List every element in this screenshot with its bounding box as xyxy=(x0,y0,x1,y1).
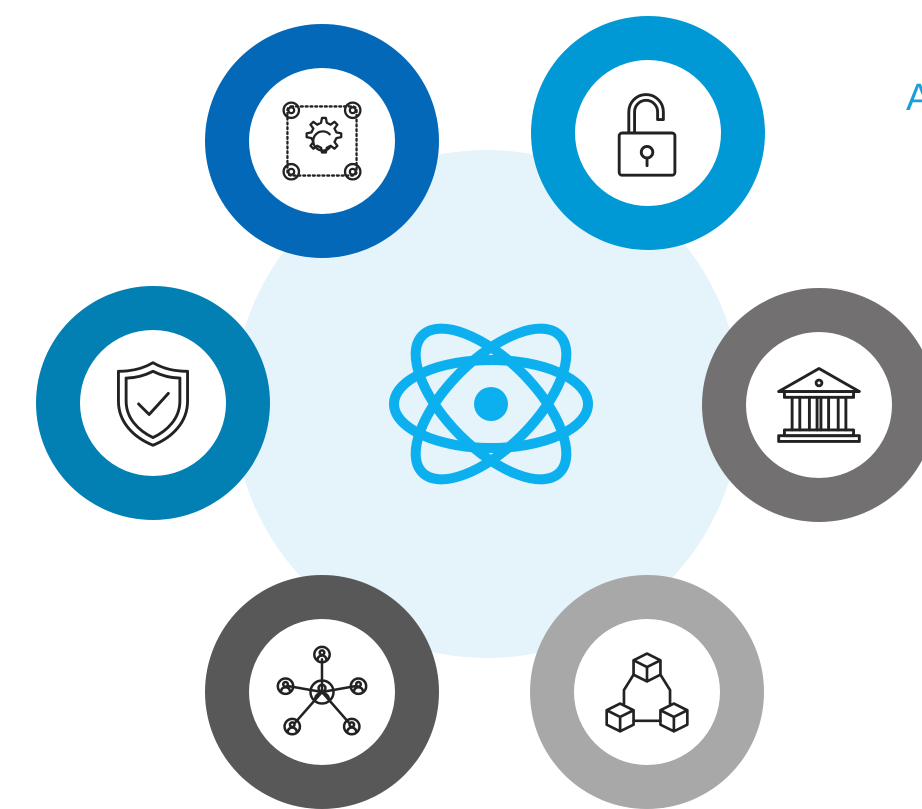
node-inner xyxy=(80,330,226,476)
node-unlocked-padlock xyxy=(531,16,765,250)
people-network-icon xyxy=(276,645,368,736)
node-shield-check xyxy=(36,286,270,520)
node-people-network xyxy=(205,575,439,809)
unlocked-padlock-icon xyxy=(617,93,677,177)
node-bank-building xyxy=(702,288,922,522)
node-gear-network xyxy=(205,24,439,258)
bank-building-icon xyxy=(777,367,861,443)
connected-blocks-icon xyxy=(605,652,689,733)
node-inner xyxy=(575,60,721,206)
node-inner xyxy=(746,332,892,478)
atom-icon xyxy=(389,323,593,485)
edge-heading-text: A xyxy=(906,77,922,119)
node-connected-blocks xyxy=(530,575,764,809)
node-inner xyxy=(574,619,720,765)
gear-network-icon xyxy=(282,101,362,181)
node-inner xyxy=(249,68,395,214)
node-inner xyxy=(249,619,395,765)
shield-check-icon xyxy=(117,361,189,447)
